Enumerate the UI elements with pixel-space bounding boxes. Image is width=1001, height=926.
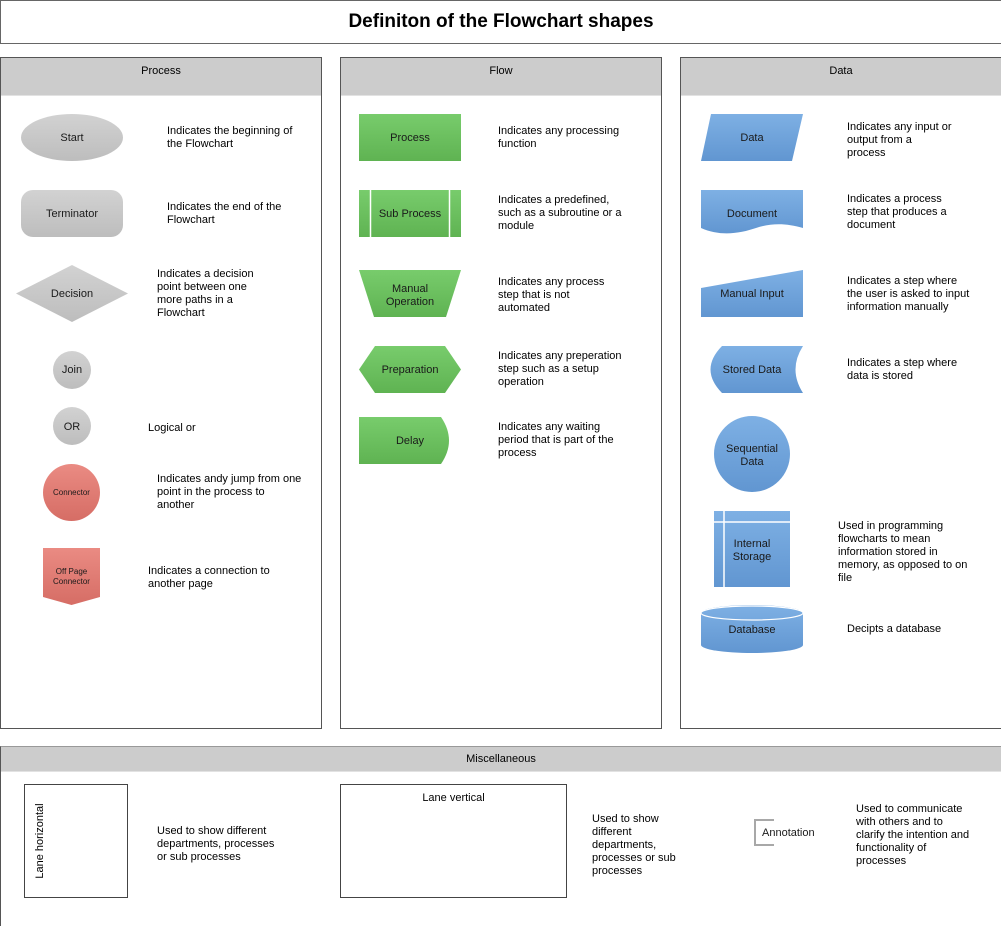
document-shape[interactable]: Document — [701, 190, 803, 236]
sub-process-description: Indicates a predefined, such as a subrou… — [498, 194, 622, 232]
off-page-connector-label-line2: Connector — [53, 577, 90, 586]
lane-horizontal-label: Lane horizontal — [34, 803, 46, 879]
stored-data-label: Stored Data — [723, 364, 783, 376]
or-label: OR — [64, 421, 81, 433]
document-description: Indicates a process step that produces a… — [847, 193, 947, 231]
off-page-connector-shape[interactable]: Off Page Connector — [43, 548, 100, 605]
internal-storage-label-line2: Storage — [733, 551, 772, 563]
panel-header-process: Process — [1, 58, 321, 96]
delay-label: Delay — [396, 435, 425, 447]
connector-shape[interactable]: Connector — [43, 464, 100, 521]
delay-description: Indicates any waiting period that is par… — [498, 421, 614, 459]
document-label: Document — [727, 208, 777, 220]
start-shape[interactable]: Start — [21, 114, 123, 161]
lane-vertical-label: Lane vertical — [422, 792, 485, 804]
manual-input-description: Indicates a step where the user is asked… — [847, 275, 970, 313]
panel-header-data: Data — [681, 58, 1001, 96]
or-shape[interactable]: OR — [53, 407, 91, 445]
stored-data-shape[interactable]: Stored Data — [705, 346, 803, 393]
join-shape[interactable]: Join — [53, 351, 91, 389]
sub-process-label: Sub Process — [379, 208, 442, 220]
panel-data: Data — [680, 57, 1001, 729]
annotation-label: Annotation — [762, 827, 815, 839]
internal-storage-label-line1: Internal — [734, 538, 771, 550]
manual-operation-label-line2: Operation — [386, 296, 434, 308]
sub-process-shape[interactable]: Sub Process — [359, 190, 461, 237]
manual-input-label: Manual Input — [720, 288, 784, 300]
data-description: Indicates any input or output from a pro… — [847, 121, 952, 159]
start-label: Start — [60, 132, 83, 144]
preparation-shape[interactable]: Preparation — [359, 346, 461, 393]
annotation-description: Used to communicate with others and to c… — [856, 803, 970, 867]
lane-vertical-description: Used to show different departments, proc… — [592, 813, 676, 877]
manual-operation-shape[interactable]: Manual Operation — [359, 270, 461, 317]
sequential-data-label-line2: Data — [740, 456, 764, 468]
panel-miscellaneous: Miscellaneous — [0, 746, 1001, 926]
manual-input-shape[interactable]: Manual Input — [701, 270, 803, 317]
terminator-shape[interactable]: Terminator — [21, 190, 123, 237]
annotation-shape[interactable]: Annotation — [754, 819, 824, 846]
lane-horizontal-shape[interactable]: Lane horizontal — [24, 784, 128, 898]
internal-storage-description: Used in programming flowcharts to mean i… — [838, 520, 968, 584]
panel-header-miscellaneous: Miscellaneous — [1, 747, 1001, 772]
or-description: Logical or — [148, 422, 196, 434]
start-description: Indicates the beginning of the Flowchart — [167, 125, 293, 150]
lane-horizontal-description: Used to show different departments, proc… — [157, 825, 275, 863]
data-shape[interactable]: Data — [701, 114, 803, 161]
process-shape[interactable]: Process — [359, 114, 461, 161]
decision-label: Decision — [51, 288, 93, 300]
process-description: Indicates any processing function — [498, 125, 620, 150]
title-bar: Definiton of the Flowchart shapes — [0, 0, 1001, 44]
process-label: Process — [390, 132, 430, 144]
terminator-description: Indicates the end of the Flowchart — [167, 201, 282, 226]
connector-description: Indicates andy jump from one point in th… — [157, 473, 302, 511]
database-shape[interactable]: Database — [700, 605, 804, 653]
panel-header-flow: Flow — [341, 58, 661, 96]
off-page-connector-label-line1: Off Page — [56, 567, 88, 576]
preparation-description: Indicates any preperation step such as a… — [498, 350, 622, 388]
delay-shape[interactable]: Delay — [359, 417, 457, 464]
decision-shape[interactable]: Decision — [16, 265, 128, 322]
page-title: Definiton of the Flowchart shapes — [348, 11, 654, 32]
internal-storage-shape[interactable]: Internal Storage — [714, 511, 790, 587]
sequential-data-label-line1: Sequential — [726, 443, 778, 455]
manual-operation-label-line1: Manual — [392, 283, 428, 295]
stored-data-description: Indicates a step where data is stored — [847, 357, 958, 382]
data-label: Data — [740, 132, 764, 144]
terminator-label: Terminator — [46, 208, 98, 220]
connector-label: Connector — [53, 488, 90, 497]
preparation-label: Preparation — [382, 364, 439, 376]
panel-flow: Flow — [340, 57, 662, 729]
lane-vertical-shape[interactable]: Lane vertical — [340, 784, 567, 898]
manual-operation-description: Indicates any process step that is not a… — [498, 276, 605, 314]
join-label: Join — [62, 364, 82, 376]
off-page-connector-description: Indicates a connection to another page — [148, 565, 270, 590]
decision-description: Indicates a decision point between one m… — [157, 268, 254, 319]
sequential-data-shape[interactable]: Sequential Data — [714, 416, 790, 492]
panel-process: Process — [0, 57, 322, 729]
database-label: Database — [728, 624, 775, 636]
database-description: Decipts a database — [847, 623, 942, 635]
